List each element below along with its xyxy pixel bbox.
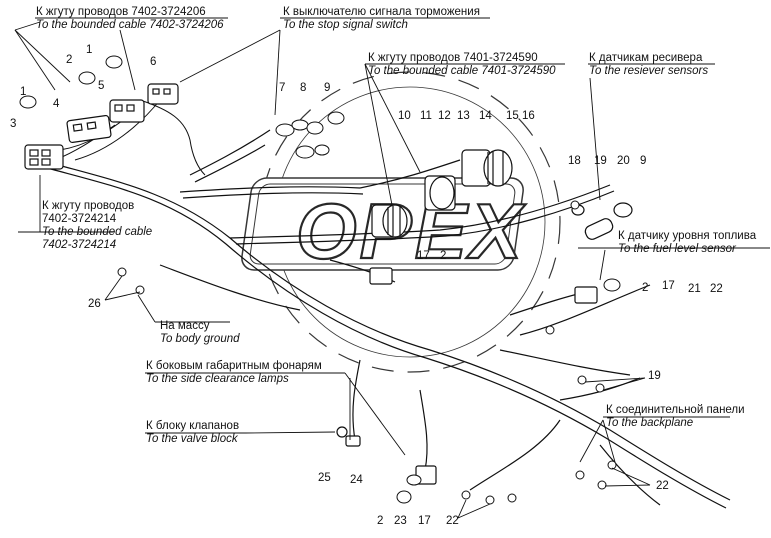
callout-ru: К соединительной панели <box>606 404 745 416</box>
part-number-19: 19 <box>594 155 607 167</box>
callout-stop-signal-switch: К выключателю сигнала торможения To the … <box>283 6 480 32</box>
round-connector-14 <box>461 149 513 187</box>
part-number-18: 18 <box>568 155 581 167</box>
part-number-26: 26 <box>88 298 101 310</box>
part-number-19: 19 <box>648 370 661 382</box>
part-number-11: 11 <box>420 110 432 122</box>
part-number-4: 4 <box>53 98 60 110</box>
callout-en: To body ground <box>160 333 240 345</box>
callout-en: To the stop signal switch <box>283 19 408 31</box>
part-number-3: 3 <box>10 118 17 130</box>
callout-en: To the side clearance lamps <box>146 373 289 385</box>
connector-17 <box>369 267 598 485</box>
watermark-text: OPEX <box>296 187 526 275</box>
callout-en: To the backplane <box>606 417 694 429</box>
callout-en: To the resiever sensors <box>589 65 709 77</box>
part-number-6: 6 <box>150 56 157 68</box>
callout-cable-7402-3724214: К жгуту проводов 7402-3724214 To the bou… <box>42 200 152 252</box>
callout-ru: К жгуту проводов 7401-3724590 <box>368 52 538 64</box>
callout-backplane: К соединительной панели To the backplane <box>606 404 745 430</box>
callout-ru: К жгуту проводов 7402-3724206 <box>36 6 206 18</box>
part-number-15: 15 <box>506 110 519 122</box>
connector-5 <box>109 99 145 123</box>
part-number-22: 22 <box>446 515 459 527</box>
callout-cable-7401-3724590: К жгуту проводов 7401-3724590 To the bou… <box>368 52 556 78</box>
part-number-9: 9 <box>640 155 647 167</box>
callout-ru: К выключателю сигнала торможения <box>283 6 480 18</box>
part-number-10: 10 <box>398 110 411 122</box>
callout-ru-2: 7402-3724214 <box>42 213 117 225</box>
callout-en-2: 7402-3724214 <box>42 239 117 251</box>
part-number-12: 12 <box>438 110 451 122</box>
main-harness <box>39 129 731 509</box>
connector-4 <box>66 114 112 144</box>
connector-6 <box>147 83 179 105</box>
callout-fuel-level-sensor: К датчику уровня топлива To the fuel lev… <box>618 230 756 256</box>
callout-side-clearance-lamps: К боковым габаритным фонарям To the side… <box>146 360 322 386</box>
part-number-16: 16 <box>522 110 535 122</box>
part-number-25: 25 <box>318 472 331 484</box>
fuel-sensor-connector <box>571 202 633 240</box>
part-number-7: 7 <box>279 82 286 94</box>
callout-valve-block: К блоку клапанов To the valve block <box>146 420 239 446</box>
part-number-1: 1 <box>86 44 93 56</box>
part-number-2: 2 <box>377 515 384 527</box>
callout-en: To the fuel level sensor <box>618 243 736 255</box>
callout-ru: К датчикам ресивера <box>589 52 703 64</box>
part-number-17: 17 <box>417 250 430 262</box>
part-number-21: 21 <box>688 283 701 295</box>
callout-ru-1: К жгуту проводов <box>42 200 135 212</box>
leader-lines <box>14 17 770 519</box>
part-number-5: 5 <box>98 80 105 92</box>
callout-ru: К датчику уровня топлива <box>618 230 757 242</box>
part-number-22: 22 <box>710 283 723 295</box>
part-number-9: 9 <box>324 82 331 94</box>
callout-ru: К боковым габаритным фонарям <box>146 360 322 372</box>
callout-en: To the valve block <box>146 433 238 445</box>
callout-en: To the bounded cable 7402-3724206 <box>36 19 224 31</box>
part-number-23: 23 <box>394 515 407 527</box>
ring-terminals <box>117 200 617 505</box>
callout-en: To the bounded cable 7401-3724590 <box>368 65 556 77</box>
callout-ru: К блоку клапанов <box>146 420 240 432</box>
part-number-1: 1 <box>20 86 27 98</box>
stop-switch-connectors <box>275 111 345 159</box>
callout-en-1: To the bounded cable <box>42 226 153 238</box>
part-number-2: 2 <box>66 54 73 66</box>
valve-block-connector <box>336 426 361 447</box>
part-number-2: 2 <box>440 250 447 262</box>
part-number-22: 22 <box>656 480 669 492</box>
part-number-24: 24 <box>350 474 363 486</box>
connector-3 <box>24 144 64 170</box>
part-number-20: 20 <box>617 155 630 167</box>
small-caps-left <box>19 55 123 109</box>
callout-resiever-sensors: К датчикам ресивера To the resiever sens… <box>589 52 708 78</box>
part-number-14: 14 <box>479 110 492 122</box>
round-connector-mid <box>371 204 408 238</box>
part-number-13: 13 <box>457 110 470 122</box>
callout-cable-7402-3724206: К жгуту проводов 7402-3724206 To the bou… <box>36 6 224 32</box>
part-number-17: 17 <box>418 515 431 527</box>
callout-body-ground: На массу To body ground <box>160 320 240 346</box>
part-number-2: 2 <box>642 282 649 294</box>
caps-2 <box>396 278 621 504</box>
part-number-8: 8 <box>300 82 307 94</box>
round-connector-10 <box>424 175 456 211</box>
part-number-17: 17 <box>662 280 675 292</box>
callout-ru: На массу <box>160 320 210 332</box>
